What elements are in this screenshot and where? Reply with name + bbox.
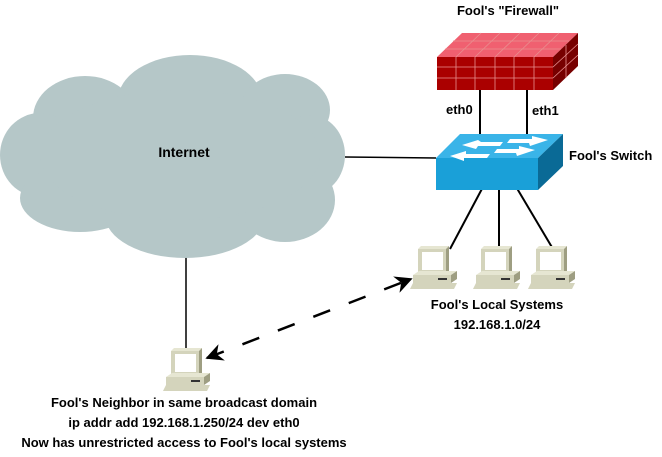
workstation-icon xyxy=(163,348,210,391)
edge-neighbor-local-dashed xyxy=(205,276,413,361)
internet-label: Internet xyxy=(158,144,210,160)
neighbor-access-note: Now has unrestricted access to Fool's lo… xyxy=(21,435,347,450)
neighbor-command: ip addr add 192.168.1.250/24 dev eth0 xyxy=(68,415,300,430)
connections xyxy=(185,90,554,361)
cloud-icon xyxy=(0,55,345,258)
workstation-icon xyxy=(473,246,520,289)
workstation-icon xyxy=(528,246,575,289)
port-label-eth0: eth0 xyxy=(446,102,473,117)
local-systems-label: Fool's Local Systems xyxy=(430,297,564,312)
firewall-label: Fool's "Firewall" xyxy=(456,3,560,18)
switch-label: Fool's Switch xyxy=(569,148,653,163)
local-systems-group xyxy=(410,246,575,289)
edge-switch-local-3 xyxy=(514,184,554,250)
firewall-icon xyxy=(437,32,579,90)
edge-internet-switch xyxy=(344,156,437,159)
switch-icon xyxy=(436,134,563,190)
port-label-eth1: eth1 xyxy=(532,103,559,118)
edge-switch-local-1 xyxy=(449,184,485,250)
local-systems-subnet: 192.168.1.0/24 xyxy=(453,317,541,332)
neighbor-label: Fool's Neighbor in same broadcast domain xyxy=(50,395,318,410)
workstation-icon xyxy=(410,246,457,289)
